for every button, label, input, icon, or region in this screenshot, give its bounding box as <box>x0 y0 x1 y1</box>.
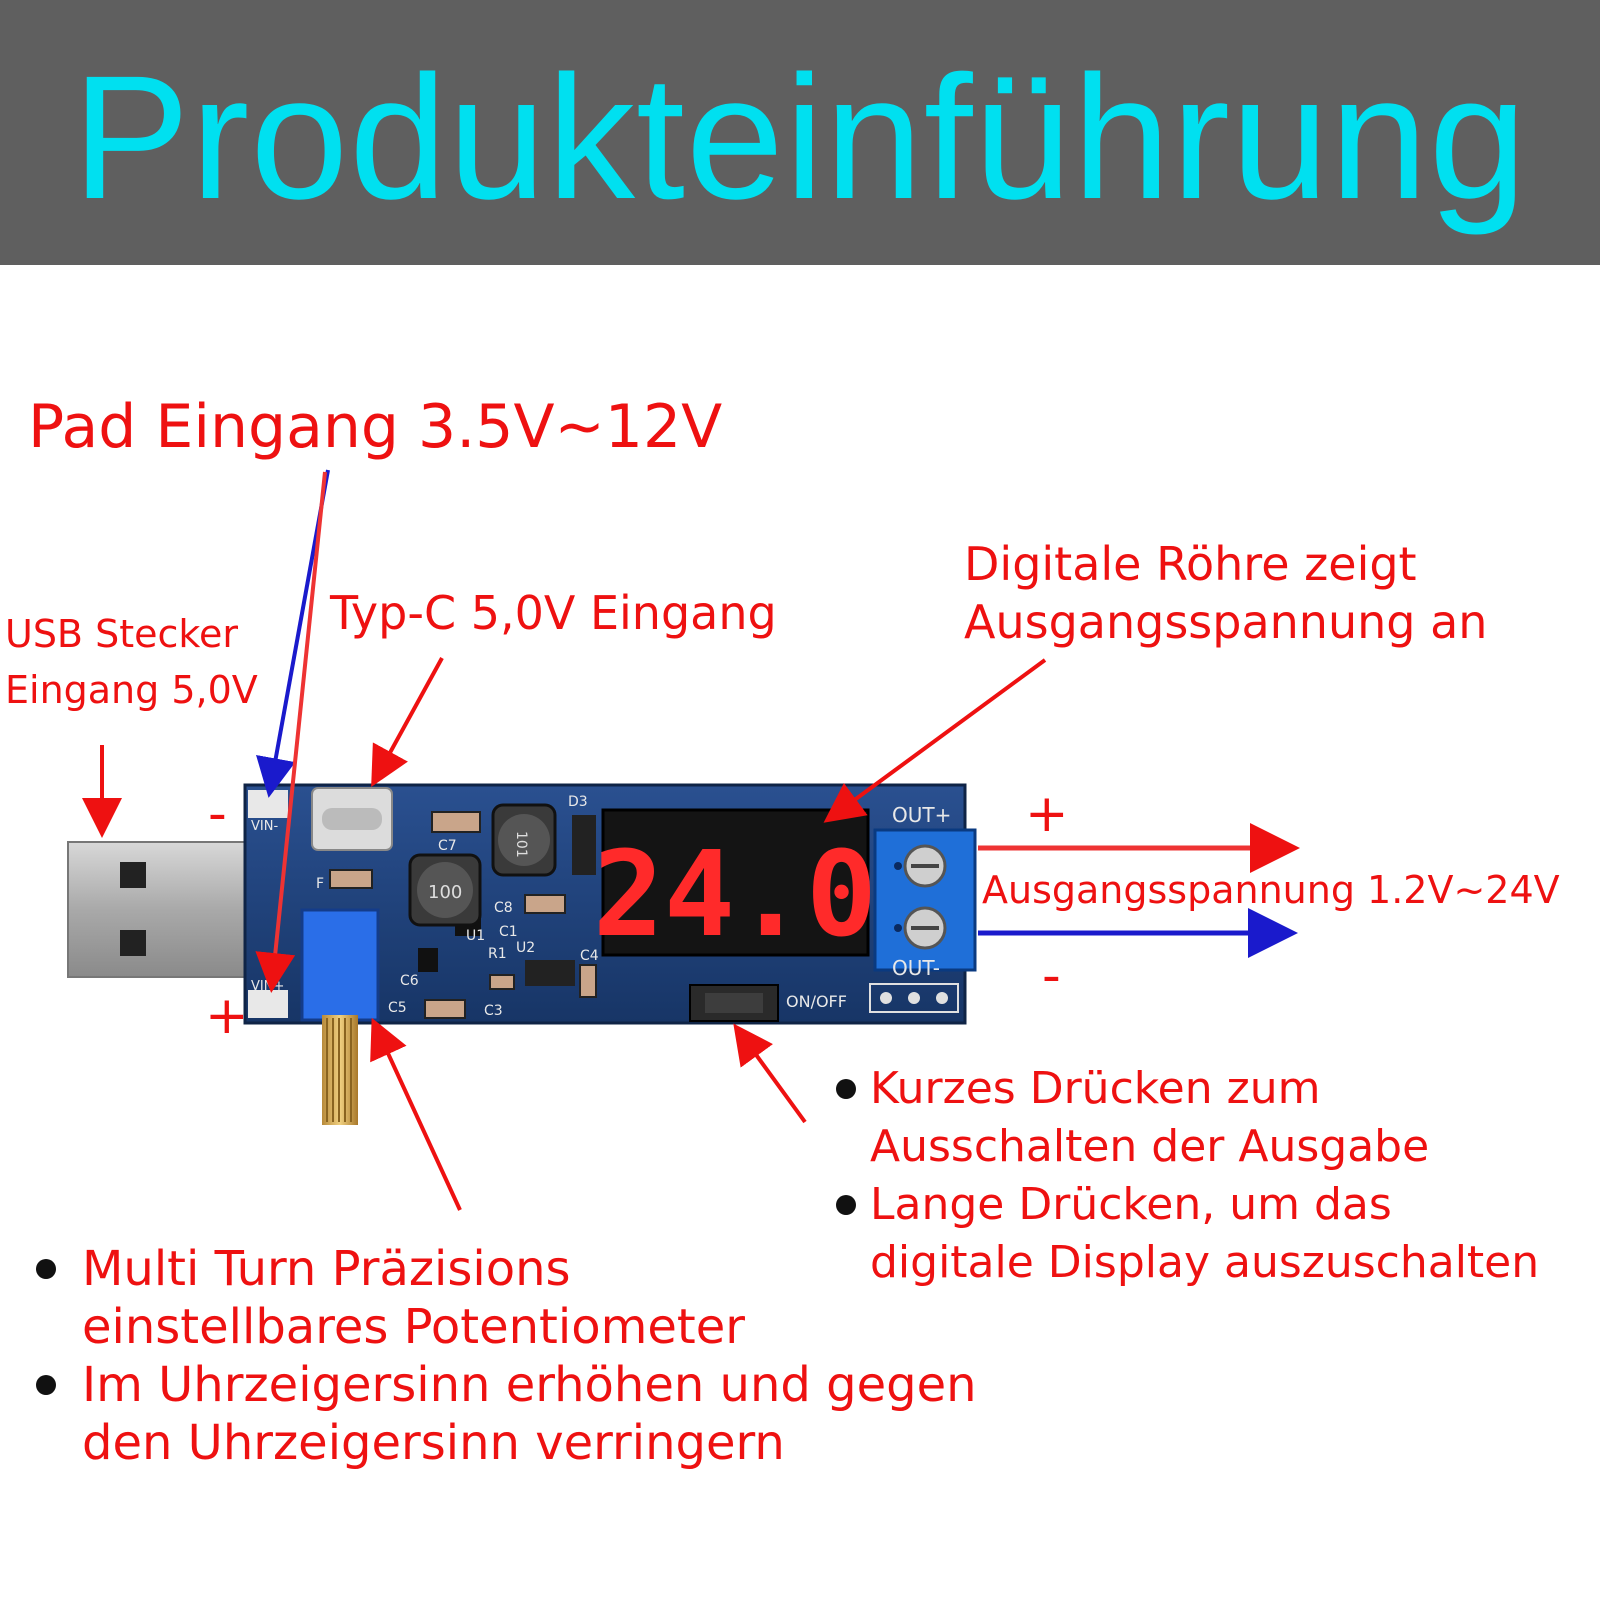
sign-input-plus: + <box>205 986 249 1046</box>
sign-output-minus: - <box>1042 946 1061 1006</box>
label-usb-input: USB Stecker Eingang 5,0V <box>5 612 258 712</box>
list-item: Multi Turn Präzisions einstellbares Pote… <box>30 1240 977 1356</box>
sign-input-minus: - <box>208 784 227 844</box>
silk-d3: D3 <box>568 794 588 810</box>
silk-inductor-101: 101 <box>513 831 529 858</box>
silk-c1: C1 <box>499 924 518 940</box>
silk-c7: C7 <box>438 838 457 854</box>
silk-inductor-100: 100 <box>428 882 462 903</box>
sign-output-plus: + <box>1025 784 1069 844</box>
silk-vin-plus: VIN+ <box>251 979 284 994</box>
header-banner: Produkteinführung <box>0 0 1600 265</box>
silk-c4: C4 <box>580 948 599 964</box>
silk-f: F <box>316 876 324 892</box>
display-reading: 24.0 <box>593 825 877 963</box>
button-feature-list: Kurzes Drücken zum Ausschalten der Ausga… <box>836 1060 1539 1292</box>
silk-vin-minus: VIN- <box>251 819 278 834</box>
silk-on-off: ON/OFF <box>786 992 847 1011</box>
silk-u2: U2 <box>516 940 535 956</box>
potentiometer-feature-list: Multi Turn Präzisions einstellbares Pote… <box>30 1240 977 1472</box>
label-pad-input: Pad Eingang 3.5V~12V <box>28 392 723 462</box>
pcb-board <box>243 783 977 1125</box>
annotation-arrows <box>82 469 1300 1211</box>
silk-c6: C6 <box>400 973 419 989</box>
silk-out-minus: OUT- <box>892 956 940 980</box>
label-typec-input: Typ-C 5,0V Eingang <box>330 586 777 640</box>
label-output-voltage: Ausgangsspannung 1.2V~24V <box>982 868 1560 912</box>
silk-r1: R1 <box>488 946 507 962</box>
silk-c5: C5 <box>388 1000 407 1016</box>
list-item: Kurzes Drücken zum Ausschalten der Ausga… <box>836 1060 1539 1176</box>
silk-c8: C8 <box>494 900 513 916</box>
list-item: Lange Drücken, um das digitale Display a… <box>836 1176 1539 1292</box>
page-title: Produkteinführung <box>72 40 1528 236</box>
silk-c3: C3 <box>484 1003 503 1019</box>
silk-u1: U1 <box>466 928 485 944</box>
label-display: Digitale Röhre zeigt Ausgangsspannung an <box>964 537 1488 649</box>
list-item: Im Uhrzeigersinn erhöhen und gegen den U… <box>30 1356 977 1472</box>
silk-out-plus: OUT+ <box>892 803 951 827</box>
